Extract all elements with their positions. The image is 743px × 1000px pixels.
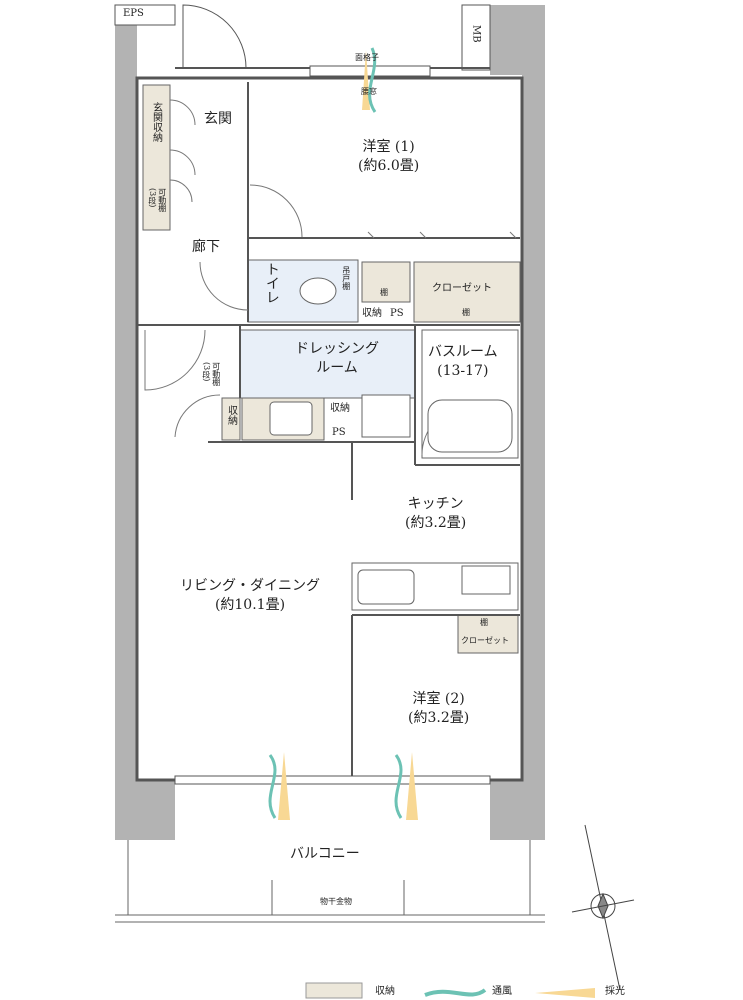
storage-label: 収納 bbox=[362, 308, 382, 319]
legend-lighting-icon bbox=[535, 988, 595, 998]
bathroom-label: バスルーム(13-17) bbox=[428, 344, 498, 379]
sink bbox=[357, 569, 415, 605]
dressing-ps-label: PS bbox=[332, 427, 346, 438]
western-room-2-label: 洋室 (2)(約3.2畳) bbox=[408, 691, 470, 726]
structural-walls bbox=[115, 5, 545, 840]
washer-pan bbox=[361, 394, 411, 438]
top-window bbox=[309, 65, 431, 77]
closet-shelf-label: 棚 bbox=[462, 308, 470, 317]
toilet-fixture bbox=[299, 277, 337, 305]
dressing-storage-label: 収納 bbox=[330, 403, 350, 414]
legend-lighting-label: 採光 bbox=[605, 986, 625, 997]
toilet-label: トイレ bbox=[263, 262, 280, 304]
compass-icon bbox=[571, 824, 635, 991]
balcony-window bbox=[174, 775, 491, 785]
hallway-label: 廊下 bbox=[192, 239, 220, 255]
hanging-cupboard-label: 吊戸棚 bbox=[341, 266, 351, 290]
window-grille-label: 面格子 bbox=[355, 53, 379, 62]
entrance-label: 玄関 bbox=[204, 111, 232, 127]
shelf-tiers-label: (3段) bbox=[147, 188, 157, 208]
entrance-storage-label: 玄関収納 bbox=[150, 102, 162, 142]
waist-window-label: 腰窓 bbox=[361, 87, 377, 96]
hall-movable-shelf-label: 可動棚 bbox=[211, 362, 221, 386]
mb-label: MB bbox=[470, 25, 482, 43]
drying-hardware-label: 物干金物 bbox=[320, 897, 352, 906]
kitchen-label: キッチン(約3.2畳) bbox=[405, 496, 467, 531]
balcony-railing bbox=[115, 840, 545, 923]
legend-ventilation-label: 通風 bbox=[492, 986, 512, 997]
dressing-room-label: ドレッシングルーム bbox=[295, 341, 379, 376]
closet2-shelf-label: 棚 bbox=[480, 618, 488, 627]
stove bbox=[461, 565, 511, 595]
legend-storage-label: 収納 bbox=[375, 986, 395, 997]
balcony-label: バルコニー bbox=[290, 846, 360, 862]
legend-ventilation-icon bbox=[424, 988, 487, 997]
washbasin bbox=[269, 401, 313, 436]
shelf-label: 棚 bbox=[380, 288, 388, 297]
hall-storage-label: 収納 bbox=[225, 405, 237, 425]
bathtub bbox=[427, 399, 513, 453]
eps-label: EPS bbox=[123, 8, 144, 19]
legend-storage-swatch bbox=[305, 982, 363, 999]
hall-shelf-tiers-label: (3段) bbox=[201, 362, 211, 382]
closet2-label: クローゼット bbox=[461, 636, 509, 645]
closet-label: クローゼット bbox=[432, 283, 492, 294]
living-dining-label: リビング・ダイニング(約10.1畳) bbox=[180, 578, 320, 613]
western-room-1-label: 洋室 (1)(約6.0畳) bbox=[358, 139, 420, 174]
ventilation-light-marks bbox=[268, 47, 418, 820]
movable-shelf-label: 可動棚 bbox=[157, 188, 167, 212]
ps-label: PS bbox=[390, 308, 404, 319]
